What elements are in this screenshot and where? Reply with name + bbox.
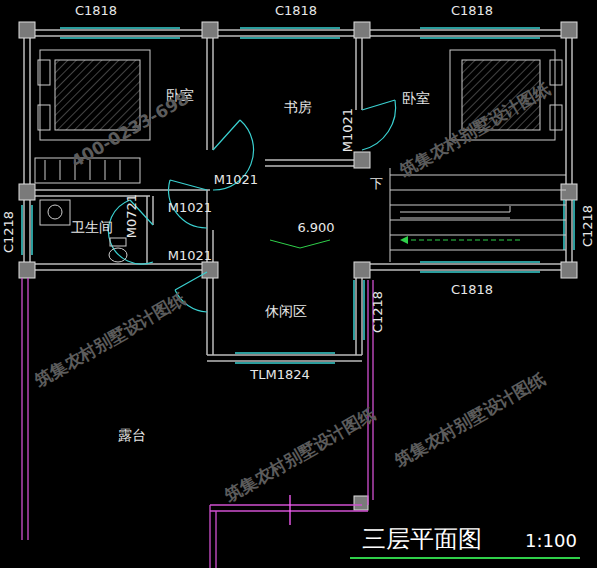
plan-label: 卫生间 bbox=[71, 220, 113, 235]
plan-label: M0721 bbox=[125, 194, 139, 238]
plan-label: 休闲区 bbox=[265, 304, 307, 319]
plan-label: C1818 bbox=[451, 4, 493, 18]
plan-label: 1:100 bbox=[525, 531, 577, 551]
plan-label: C1218 bbox=[371, 291, 385, 333]
plan-label: 下 bbox=[370, 177, 383, 191]
plan-label: M1021 bbox=[168, 201, 212, 215]
plan-label: C1818 bbox=[275, 4, 317, 18]
plan-label: TLM1824 bbox=[250, 368, 309, 382]
plan-label: M1021 bbox=[168, 249, 212, 263]
plan-label: M1021 bbox=[341, 108, 355, 152]
watermark: 筑集农村别墅设计图纸 bbox=[222, 404, 379, 505]
drawing-caption: 三层平面图 bbox=[362, 526, 482, 552]
plan-label: C1818 bbox=[451, 283, 493, 297]
plan-label: 6.900 bbox=[297, 221, 334, 235]
plan-label: C1218 bbox=[581, 205, 595, 247]
plan-label: M1021 bbox=[214, 173, 258, 187]
watermark: 筑集农村别墅设计图纸 bbox=[32, 289, 189, 390]
plan-label: 露台 bbox=[118, 428, 146, 443]
plan-label: C1818 bbox=[75, 4, 117, 18]
plan-label: C1218 bbox=[2, 211, 16, 253]
plan-label: 书房 bbox=[284, 100, 312, 115]
plan-label: 卧室 bbox=[402, 91, 430, 106]
watermark: 筑集农村别墅设计图纸 bbox=[392, 369, 549, 470]
